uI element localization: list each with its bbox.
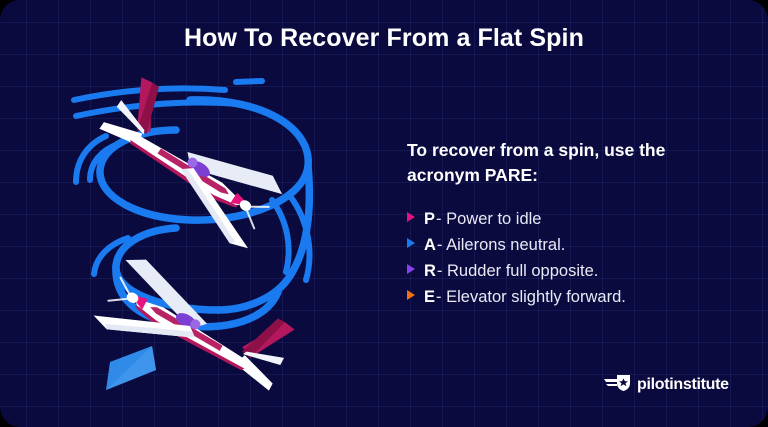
bullet-letter: E — [424, 287, 436, 306]
triangle-right-icon — [407, 211, 415, 222]
logo-wordmark: pilotinstitute — [637, 375, 729, 393]
bullet-text: - Rudder full opposite. — [436, 261, 599, 280]
motion-arcs-right — [269, 193, 313, 283]
recovery-text-panel: To recover from a spin, use the acronym … — [407, 138, 727, 314]
bullet-text: - Elevator slightly forward. — [436, 287, 626, 306]
illustration-svg — [71, 77, 314, 391]
motion-streaks-top — [71, 78, 265, 119]
page-title: How To Recover From a Flat Spin — [184, 24, 584, 52]
brand-logo: pilotinstitute — [604, 373, 729, 396]
list-item: R - Rudder full opposite. — [407, 262, 727, 287]
airplane-lower — [93, 259, 295, 391]
pare-bullet-list: P - Power to idle A - Ailerons neutral. … — [407, 210, 727, 313]
motion-arcs-left — [73, 133, 131, 277]
list-item: A - Ailerons neutral. — [407, 236, 727, 261]
triangle-right-icon — [407, 237, 415, 248]
bullet-letter: A — [424, 235, 436, 254]
bullet-text: - Ailerons neutral. — [436, 235, 566, 254]
airplane-upper — [99, 77, 283, 249]
triangle-right-icon — [407, 289, 415, 300]
spin-recovery-illustration — [40, 70, 360, 400]
bullet-letter: P — [424, 209, 436, 228]
bullet-letter: R — [424, 261, 436, 280]
bullet-text: - Power to idle — [436, 209, 542, 228]
lead-paragraph: To recover from a spin, use the acronym … — [407, 140, 666, 186]
direction-arrow-icon — [106, 346, 156, 390]
triangle-right-icon — [407, 263, 415, 274]
winged-shield-star-icon — [604, 373, 632, 396]
list-item: E - Elevator slightly forward. — [407, 288, 727, 313]
list-item: P - Power to idle — [407, 210, 727, 235]
